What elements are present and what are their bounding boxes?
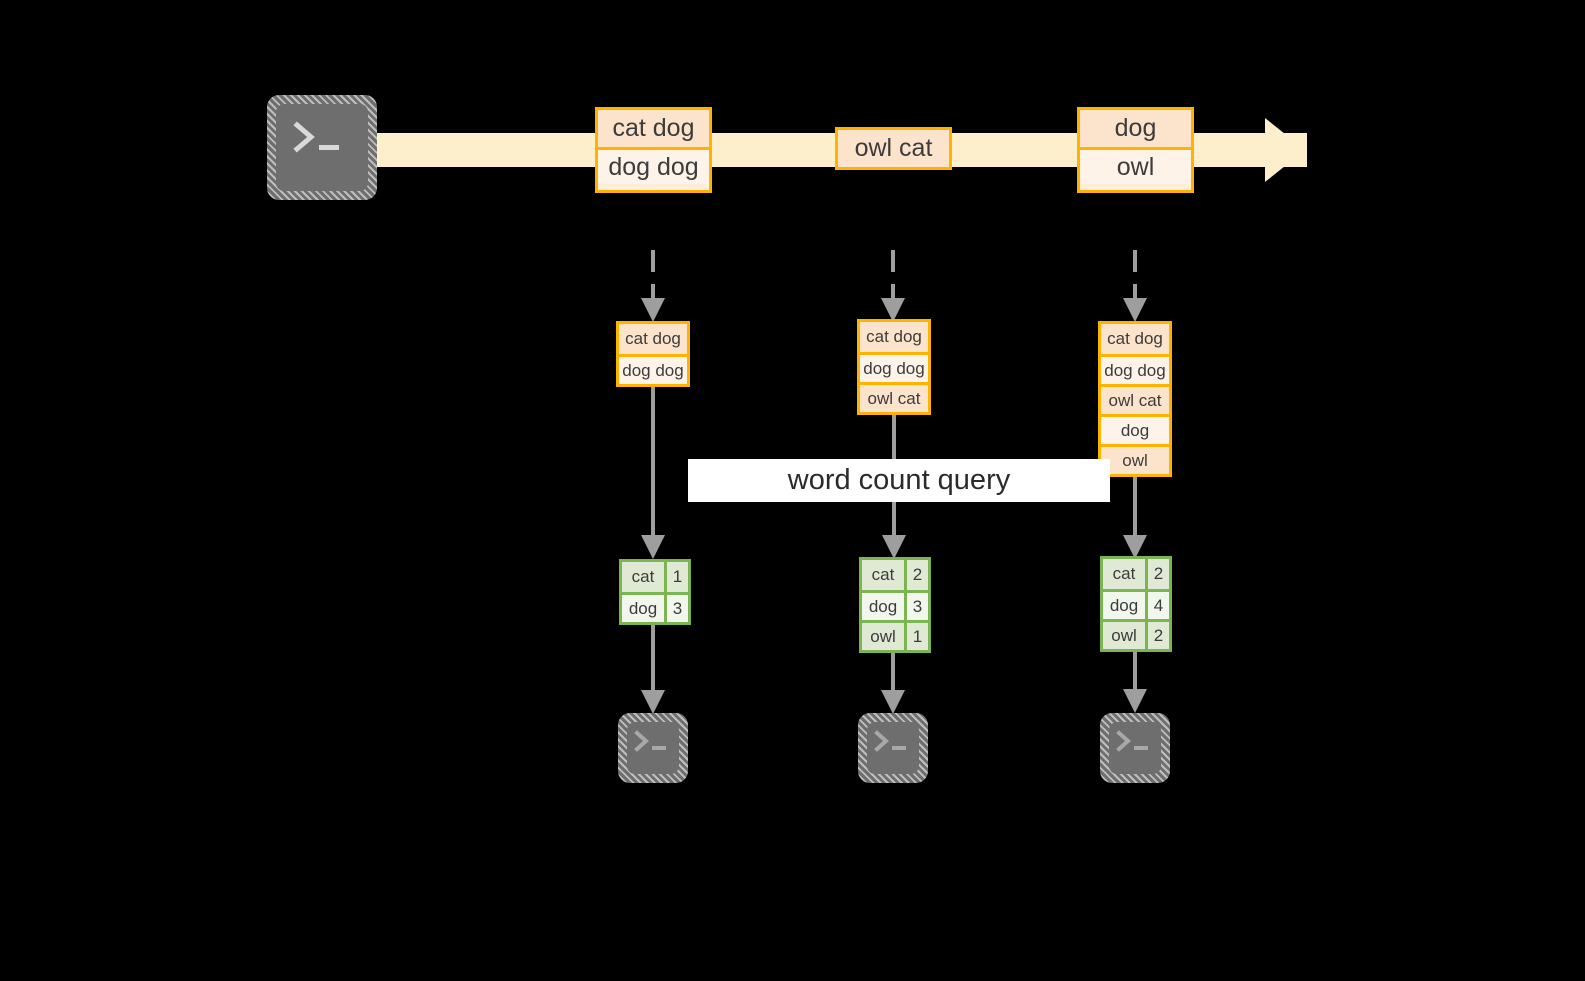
result-table-3[interactable]: cat 2 dog 4 owl 2 [1100, 556, 1172, 652]
accumulated-state-3[interactable]: cat dog dog dog owl cat dog owl [1098, 321, 1172, 477]
stream-batch-1-row-2: dog dog [598, 147, 709, 184]
stream-batch-1-row-1: cat dog [598, 110, 709, 147]
accumulated-state-1-row-1: cat dog [619, 324, 687, 354]
result-2-count-2: 3 [904, 593, 928, 620]
query-arrow-1 [641, 387, 665, 559]
sink-terminal-icon-1[interactable] [618, 713, 688, 783]
accumulated-state-2-row-3: owl cat [860, 382, 928, 412]
stream-batch-2[interactable]: owl cat [835, 127, 952, 170]
accumulated-state-1-row-2: dog dog [619, 354, 687, 384]
result-3-word-3: owl [1103, 622, 1145, 649]
accumulated-state-3-row-3: owl cat [1101, 384, 1169, 414]
result-3-word-1: cat [1103, 559, 1145, 589]
table-row: dog 4 [1103, 589, 1169, 619]
result-2-word-2: dog [862, 593, 904, 620]
feed-arrow-3 [1123, 250, 1147, 322]
query-banner: word count query [688, 459, 1110, 502]
terminal-prompt-glyph [1116, 730, 1148, 752]
result-2-count-1: 2 [904, 560, 928, 590]
stream-batch-3[interactable]: dog owl [1077, 107, 1194, 193]
query-arrow-3 [1123, 477, 1147, 559]
result-1-count-1: 1 [664, 562, 688, 592]
table-row: cat 2 [862, 560, 928, 590]
source-terminal-icon[interactable] [267, 95, 377, 200]
terminal-prompt-glyph [874, 730, 906, 752]
stream-batch-3-row-1: dog [1080, 110, 1191, 147]
result-3-count-2: 4 [1145, 592, 1169, 619]
result-table-2[interactable]: cat 2 dog 3 owl 1 [859, 557, 931, 653]
sink-arrow-3 [1123, 652, 1147, 713]
accumulated-state-2-row-1: cat dog [860, 322, 928, 352]
result-2-word-1: cat [862, 560, 904, 590]
accumulated-state-1[interactable]: cat dog dog dog [616, 321, 690, 387]
result-2-count-3: 1 [904, 623, 928, 650]
result-1-word-2: dog [622, 595, 664, 622]
sink-arrow-2 [881, 653, 905, 714]
table-row: cat 2 [1103, 559, 1169, 589]
accumulated-state-2[interactable]: cat dog dog dog owl cat [857, 319, 931, 415]
table-row: dog 3 [862, 590, 928, 620]
table-row: owl 1 [862, 620, 928, 650]
result-1-count-2: 3 [664, 595, 688, 622]
stream-batch-1[interactable]: cat dog dog dog [595, 107, 712, 193]
table-row: owl 2 [1103, 619, 1169, 649]
accumulated-state-3-row-4: dog [1101, 414, 1169, 444]
stream-band-arrowhead [1265, 118, 1305, 182]
accumulated-state-2-row-2: dog dog [860, 352, 928, 382]
result-3-count-3: 2 [1145, 622, 1169, 649]
feed-arrow-1 [641, 250, 665, 322]
terminal-prompt-glyph [293, 121, 339, 153]
result-3-word-2: dog [1103, 592, 1145, 619]
accumulated-state-3-row-2: dog dog [1101, 354, 1169, 384]
terminal-prompt-glyph [634, 730, 666, 752]
table-row: cat 1 [622, 562, 688, 592]
sink-arrow-1 [641, 625, 665, 714]
stream-batch-2-row-1: owl cat [838, 130, 949, 167]
result-3-count-1: 2 [1145, 559, 1169, 589]
accumulated-state-3-row-1: cat dog [1101, 324, 1169, 354]
feed-arrow-2 [881, 250, 905, 322]
table-row: dog 3 [622, 592, 688, 622]
stream-batch-3-row-2: owl [1080, 147, 1191, 184]
accumulated-state-3-row-5: owl [1101, 444, 1169, 474]
result-table-1[interactable]: cat 1 dog 3 [619, 559, 691, 625]
sink-terminal-icon-3[interactable] [1100, 713, 1170, 783]
result-2-word-3: owl [862, 623, 904, 650]
result-1-word-1: cat [622, 562, 664, 592]
sink-terminal-icon-2[interactable] [858, 713, 928, 783]
